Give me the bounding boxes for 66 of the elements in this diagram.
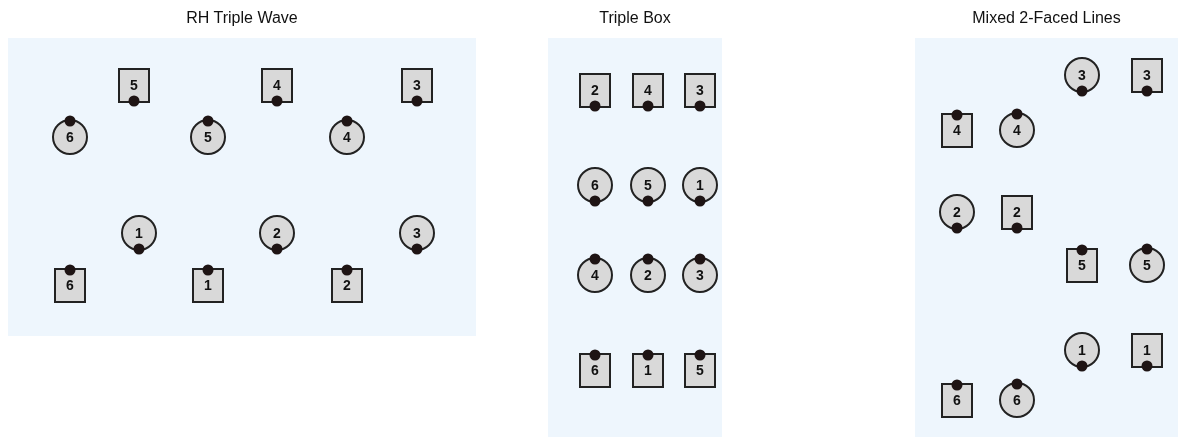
dancer-number: 2 <box>644 268 652 282</box>
panel-title: RH Triple Wave <box>186 9 298 27</box>
dancer-number: 1 <box>1078 343 1086 357</box>
dancer-circle <box>682 257 718 293</box>
dancer-number: 4 <box>1013 123 1021 137</box>
dancer-number: 2 <box>343 278 351 292</box>
dancer-number: 5 <box>644 178 652 192</box>
dancer-number: 3 <box>1078 68 1086 82</box>
dancer-square <box>632 352 664 388</box>
dancer-circle <box>329 119 365 155</box>
dancer-number: 2 <box>953 205 961 219</box>
dancer-square <box>401 67 433 103</box>
dancer-number: 6 <box>1013 393 1021 407</box>
dancer-number: 5 <box>130 78 138 92</box>
dancer-number: 1 <box>696 178 704 192</box>
dancer-square <box>331 267 363 303</box>
dancer-circle <box>1129 247 1165 283</box>
dancer-number: 3 <box>696 83 704 97</box>
dancer-number: 2 <box>1013 205 1021 219</box>
dancer-number: 5 <box>1078 258 1086 272</box>
dancer-square <box>192 267 224 303</box>
dancer-number: 2 <box>591 83 599 97</box>
dancer-square <box>632 72 664 108</box>
dancer-number: 5 <box>204 130 212 144</box>
dancer-square <box>941 382 973 418</box>
dancer-number: 4 <box>273 78 281 92</box>
panel-title: Triple Box <box>599 9 671 27</box>
dancer-number: 5 <box>696 363 704 377</box>
dancer-number: 3 <box>1143 68 1151 82</box>
dancer-number: 3 <box>413 78 421 92</box>
dancer-square <box>54 267 86 303</box>
dancer-circle <box>577 257 613 293</box>
dancer-number: 4 <box>644 83 652 97</box>
dancer-number: 5 <box>1143 258 1151 272</box>
dancer-square <box>579 72 611 108</box>
dancer-number: 4 <box>953 123 961 137</box>
dancer-number: 6 <box>591 178 599 192</box>
dancer-circle <box>190 119 226 155</box>
dancer-number: 6 <box>66 130 74 144</box>
dancer-square <box>941 112 973 148</box>
dancer-square <box>118 67 150 103</box>
dancer-number: 1 <box>135 226 143 240</box>
dancer-square <box>1131 57 1163 93</box>
dancer-square <box>684 72 716 108</box>
dancer-number: 1 <box>204 278 212 292</box>
dancer-number: 2 <box>273 226 281 240</box>
dancer-square <box>579 352 611 388</box>
dancer-number: 3 <box>413 226 421 240</box>
dancer-number: 4 <box>591 268 599 282</box>
dancer-number: 4 <box>343 130 351 144</box>
dancer-number: 1 <box>644 363 652 377</box>
dancer-square <box>261 67 293 103</box>
dancer-number: 3 <box>696 268 704 282</box>
dancer-number: 6 <box>591 363 599 377</box>
dancer-square <box>684 352 716 388</box>
dancer-square <box>1131 332 1163 368</box>
dancer-number: 1 <box>1143 343 1151 357</box>
dancer-number: 6 <box>66 278 74 292</box>
dancer-circle <box>630 257 666 293</box>
dancer-circle <box>52 119 88 155</box>
panel-title: Mixed 2-Faced Lines <box>972 9 1121 27</box>
dancer-number: 6 <box>953 393 961 407</box>
dancer-circle <box>999 382 1035 418</box>
dancer-square <box>1001 194 1033 230</box>
dancer-circle <box>999 112 1035 148</box>
dancer-square <box>1066 247 1098 283</box>
